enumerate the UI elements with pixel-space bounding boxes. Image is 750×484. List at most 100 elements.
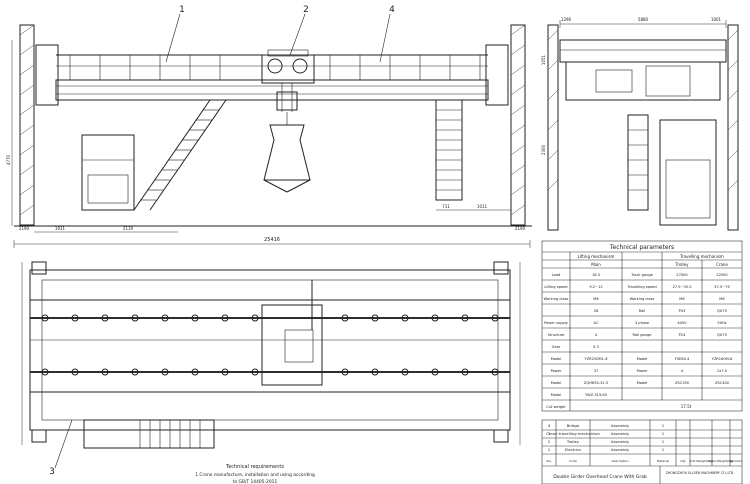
tech-cell-3-3: P43 (679, 309, 686, 313)
tech-cell-8-1: 37 (594, 369, 599, 373)
tech-cell-8-2: Power (637, 369, 648, 373)
tech-cell-9-4: ZSC400 (715, 381, 730, 385)
tech-cell-2-4: M6 (719, 297, 725, 301)
parts-cell-2-2: Assembly (611, 439, 630, 444)
tech-cell-9-1: ZQH650-31.5 (584, 381, 608, 385)
tech-header-right: Travelling mechanism (679, 254, 724, 259)
dim-right-b: 1011 (477, 204, 488, 209)
callout-1: 1 (179, 5, 185, 15)
notes-line1: 1.Crane manufacture, installation and us… (195, 472, 315, 478)
tech-cell-1-4: 57.5~75 (714, 285, 730, 289)
tech-cell-4-1: AC (594, 321, 599, 325)
parts-cell-2-3: 1 (662, 439, 665, 444)
tech-cell-4-0: Power supply (544, 321, 569, 325)
parts-cell-0-3: 1 (662, 423, 665, 428)
tech-cell-9-0: Model (551, 381, 562, 385)
parts-cell-0-0: 4 (548, 423, 551, 428)
parts-header-4: Qty (680, 459, 686, 463)
tech-params-title: Technical parameters (609, 244, 674, 251)
tech-params-table (541, 240, 743, 412)
tech-cell-5-4: QU70 (717, 333, 728, 337)
tech-cell-10-0: Model (551, 393, 562, 397)
tech-cell-1-1: 9.2~12 (589, 285, 602, 289)
tech-sub-trolley: Trolley (675, 262, 690, 267)
parts-cell-3-3: 1 (662, 447, 665, 452)
dim-left-end: 2190 (19, 226, 30, 231)
tech-cell-7-2: Model (637, 357, 648, 361)
tech-cell-7-3: YSE80-4 (675, 357, 691, 361)
tech-cell-3-1: 26 (594, 309, 599, 313)
tech-cell-2-3: M6 (679, 297, 685, 301)
tech-cell-8-4: 2x7.5 (717, 369, 727, 373)
parts-cell-3-0: 1 (548, 447, 551, 452)
tech-cell-5-0: Structure (548, 333, 566, 337)
tech-cell-11-0: Cut weight (546, 405, 566, 409)
side-dim-h2: 2300 (541, 144, 546, 155)
title-block-title: Double Girder Overhead Crane With Grab (553, 474, 647, 480)
tech-cell-7-1: YZR250M1-6 (585, 357, 609, 361)
tech-cell-4-2: 3 phase (635, 321, 650, 325)
tech-cell-7-0: Model (551, 357, 562, 361)
parts-header-1: Code (569, 459, 577, 463)
parts-header-3: Material (657, 459, 669, 463)
parts-list-table (541, 419, 743, 484)
parts-cell-3-1: Electrics (565, 447, 581, 452)
dim-right-end: 2190 (515, 226, 526, 231)
tech-cell-1-0: Lifting speed (544, 285, 567, 289)
tech-cell-2-1: M6 (593, 297, 599, 301)
side-dim-right: 1001 (711, 17, 722, 22)
tech-cell-8-3: 4 (681, 369, 684, 373)
dim-left-a: 1911 (55, 226, 66, 231)
tech-cell-6-1: 5.3 (593, 345, 599, 349)
dim-height: 4770 (6, 154, 11, 165)
parts-cell-1-1: Crane travelling mechanism (546, 431, 600, 436)
plan-view (21, 261, 521, 469)
tech-cell-0-2: Track gauge (630, 273, 654, 277)
tech-sub-main: Main (591, 262, 601, 267)
dim-right-a: 711 (442, 204, 450, 209)
parts-header-2: Description (611, 459, 628, 463)
tech-cell-0-3: 27000 (676, 273, 688, 277)
notes-heading: Technical requirements (225, 464, 284, 470)
tech-cell-1-2: Travelling speed (626, 285, 656, 289)
tech-header-left: Lifting mechanism (578, 254, 615, 259)
tech-cell-10-1: YWZ-315/45 (585, 393, 607, 397)
side-dim-h1: 1051 (541, 54, 546, 65)
parts-header-7: Remarks (729, 459, 743, 463)
tech-sub-crane: Crane (716, 262, 728, 267)
tech-cell-2-0: Working class (544, 297, 569, 301)
parts-cell-1-0: 3 (548, 431, 551, 436)
tech-cell-5-1: 4 (595, 333, 598, 337)
tech-cell-7-4: YZR160M-6 (712, 357, 733, 361)
tech-cell-0-1: 16.5 (592, 273, 600, 277)
title-block-company: ZHONGZHOU ELLSEN MACHINERY CO.,LTD. (666, 471, 735, 475)
callout-2: 2 (303, 5, 309, 15)
parts-cell-1-3: 1 (662, 431, 665, 436)
tech-cell-3-4: QU70 (717, 309, 728, 313)
parts-cell-1-2: Assembly (611, 431, 630, 436)
tech-cell-1-3: 27.5~35.5 (672, 285, 691, 289)
tech-cell-6-0: Gear (552, 345, 561, 349)
parts-header-0: Ser. (546, 459, 552, 463)
dim-left-b: 2119 (123, 226, 134, 231)
tech-cell-8-0: Power (551, 369, 562, 373)
tech-cell-4-4: 50Hz (717, 321, 726, 325)
side-dim-top: 5880 (638, 17, 649, 22)
notes-line2: to GB/T 14405-2011 (233, 479, 278, 484)
tech-cell-0-0: Load (552, 273, 561, 277)
tech-cell-5-2: Rail gauge (632, 333, 652, 337)
tech-cell-9-3: ZSC350 (675, 381, 690, 385)
parts-cell-2-1: Trolley (566, 439, 580, 444)
callout-3: 3 (49, 467, 55, 477)
parts-cell-2-0: 2 (548, 439, 551, 444)
parts-cell-0-1: Bridge (567, 423, 580, 428)
callout-4: 4 (389, 5, 395, 15)
tech-cell-0-4: 22500 (716, 273, 728, 277)
tech-cell-9-2: Model (637, 381, 648, 385)
side-dim-left: 1296 (561, 17, 572, 22)
side-view (547, 20, 739, 231)
parts-header-6: Total Weight(kg) (708, 459, 733, 463)
front-elevation (11, 13, 532, 248)
